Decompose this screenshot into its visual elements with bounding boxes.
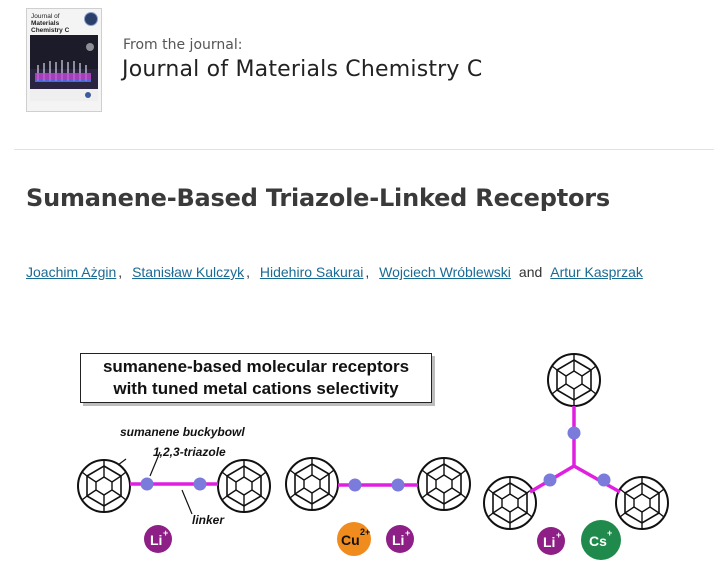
author-link-2[interactable]: Stanisław Kulczyk — [132, 264, 245, 280]
svg-text:+: + — [163, 528, 168, 538]
label-sumanene-buckybowl: sumanene buckybowl — [120, 425, 245, 439]
author-link-5[interactable]: Artur Kasprzak — [550, 264, 643, 280]
author-link-1[interactable]: Joachim Ażgin — [26, 264, 117, 280]
svg-text:Li: Li — [150, 532, 162, 548]
cover-badge-icon — [84, 12, 98, 26]
cation-li-3: Li + — [537, 527, 565, 555]
svg-text:Cu: Cu — [341, 532, 360, 548]
cation-li-2: Li + — [386, 525, 414, 553]
author-and: and — [518, 264, 543, 280]
triazole-node — [391, 478, 405, 492]
journal-cover-image[interactable]: Journal of Materials Chemistry C — [26, 8, 102, 112]
receptor-molecule-1 — [77, 451, 271, 515]
triazole-node — [348, 478, 362, 492]
svg-text:+: + — [405, 528, 410, 538]
svg-text:+: + — [607, 528, 612, 538]
svg-text:Li: Li — [392, 532, 404, 548]
svg-text:Li: Li — [543, 534, 555, 550]
triazole-node — [193, 477, 207, 491]
callout-line-1: sumanene-based molecular receptors — [102, 357, 410, 376]
cation-cs: Cs + — [581, 520, 621, 560]
author-separator: , — [118, 264, 123, 280]
receptor-molecule-3 — [483, 353, 669, 530]
from-journal-label: From the journal: — [123, 37, 243, 53]
article-title: Sumanene-Based Triazole-Linked Receptors — [26, 184, 611, 212]
svg-text:2+: 2+ — [360, 527, 370, 537]
cation-cu: Cu 2+ — [337, 522, 371, 556]
author-link-4[interactable]: Wojciech Wróblewski — [379, 264, 511, 280]
cover-title: Journal of Materials Chemistry C — [31, 13, 89, 34]
cover-title-line1: Journal of — [31, 13, 60, 20]
journal-header: Journal of Materials Chemistry C From th… — [26, 8, 706, 112]
triazole-node — [567, 426, 581, 440]
author-link-3[interactable]: Hidehiro Sakurai — [259, 264, 364, 280]
header-divider — [14, 149, 714, 150]
label-linker: linker — [192, 513, 225, 527]
triazole-node — [597, 473, 611, 487]
label-triazole: 1,2,3-triazole — [153, 445, 226, 459]
author-separator: , — [246, 264, 250, 280]
graphical-abstract-callout: sumanene-based molecular receptors with … — [80, 353, 432, 403]
author-separator: , — [365, 264, 370, 280]
triazole-node — [543, 473, 557, 487]
cover-artwork — [30, 35, 98, 101]
triazole-node — [140, 477, 154, 491]
cation-li-1: Li + — [144, 525, 172, 553]
cover-title-line2: Materials Chemistry C — [31, 20, 70, 34]
journal-name-link[interactable]: Journal of Materials Chemistry C — [122, 57, 483, 82]
author-list: Joachim Ażgin, Stanisław Kulczyk, Hidehi… — [26, 264, 643, 280]
svg-text:Cs: Cs — [589, 533, 607, 549]
callout-line-2: with tuned metal cations selectivity — [113, 379, 399, 398]
svg-text:+: + — [556, 530, 561, 540]
receptor-molecule-2 — [285, 457, 471, 511]
